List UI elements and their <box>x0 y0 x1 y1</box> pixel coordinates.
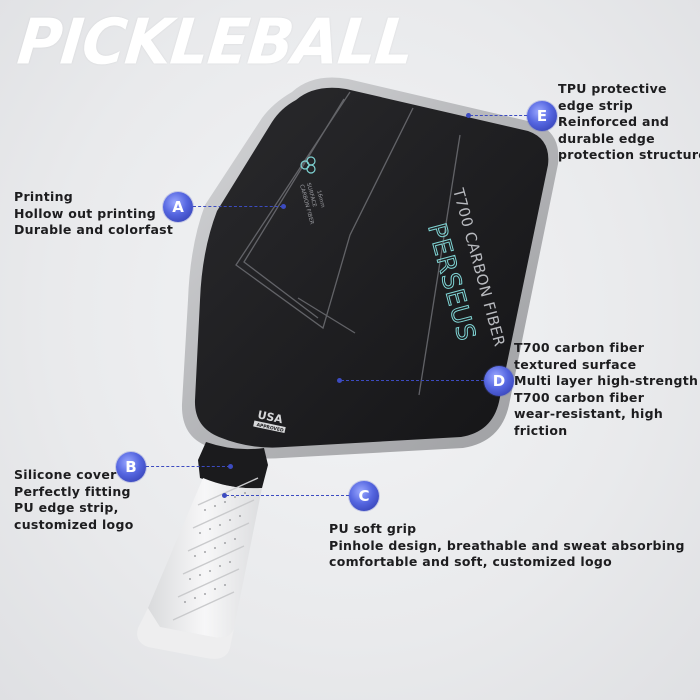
callout-d-point <box>337 378 342 383</box>
callout-a-leader <box>193 206 283 207</box>
face-decoration-lines <box>235 91 461 396</box>
callout-e-point <box>466 113 471 118</box>
callout-e-marker: E <box>527 101 557 131</box>
grip-end <box>137 608 234 659</box>
callout-e-leader <box>470 115 527 116</box>
svg-text:16mm: 16mm <box>315 190 325 209</box>
callout-b-marker: B <box>116 452 146 482</box>
svg-text:USA: USA <box>256 408 284 426</box>
grip <box>147 478 262 638</box>
callout-c-text: PU soft grip Pinhole design, breathable … <box>329 521 685 569</box>
callout-c-leader <box>226 495 349 496</box>
callout-a-text: Printing Hollow out printing Durable and… <box>14 189 174 237</box>
callout-b-leader <box>146 466 230 467</box>
callout-c-point <box>222 493 227 498</box>
callout-d-text: T700 carbon fiber textured surface Multi… <box>514 340 699 438</box>
paddle-face <box>194 87 549 448</box>
callout-d-leader <box>341 380 484 381</box>
callout-e-text: TPU protective edge strip Reinforced and… <box>558 81 700 162</box>
brand-logo <box>300 156 316 174</box>
callout-a-marker: A <box>163 192 193 222</box>
grip-wrap-bands <box>172 477 259 621</box>
callout-b-text: Silicone cover Perfectly fitting PU edge… <box>14 467 134 532</box>
usa-approved-badge: USA APPROVED <box>253 408 286 434</box>
callout-d-marker: D <box>484 366 514 396</box>
callout-a-point <box>281 204 286 209</box>
callout-b-point <box>228 464 233 469</box>
grip-pinholes <box>184 492 246 603</box>
callout-c-marker: C <box>349 481 379 511</box>
svg-text:APPROVED: APPROVED <box>256 422 284 434</box>
silicone-cover <box>198 442 268 489</box>
